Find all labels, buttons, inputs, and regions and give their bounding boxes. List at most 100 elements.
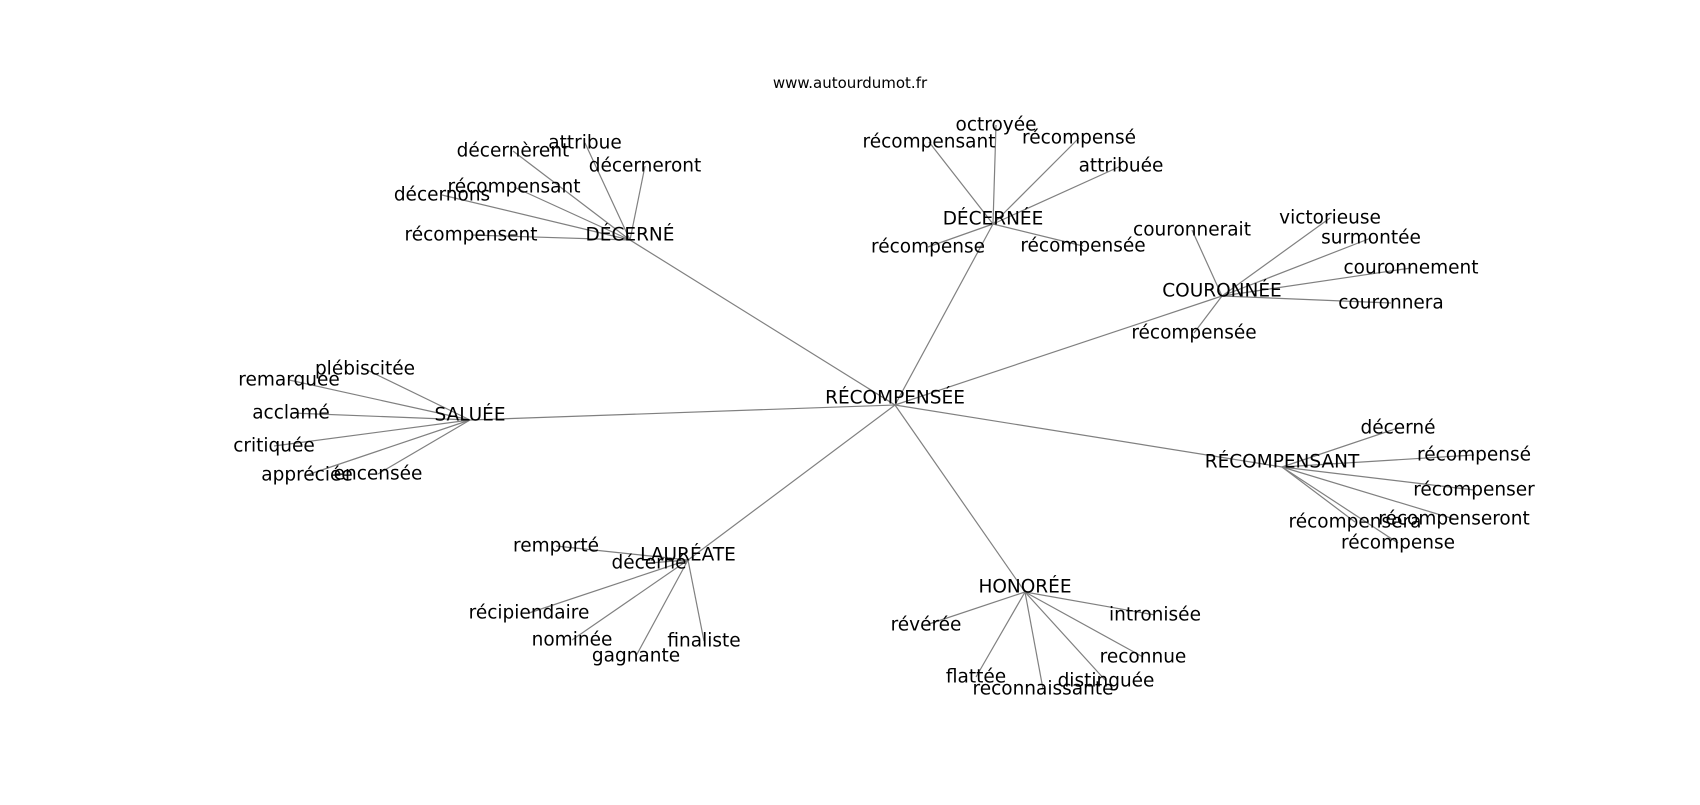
related-word: victorieuse	[1279, 208, 1381, 229]
related-word: récompenser	[1413, 480, 1535, 501]
related-word: couronnera	[1338, 293, 1444, 314]
edge-hub-word	[635, 559, 689, 657]
edge-hub-word	[1024, 591, 1107, 682]
related-word: remporté	[513, 536, 599, 557]
edge-hub-word	[1193, 295, 1223, 334]
center-word: RÉCOMPENSÉE	[825, 387, 965, 409]
edge-hub-word	[512, 150, 631, 241]
hub-word: SALUÉE	[434, 404, 505, 426]
hub-word: DÉCERNÉE	[943, 208, 1044, 230]
edge-hub-word	[288, 379, 471, 421]
related-word: récompenseront	[1378, 509, 1529, 530]
edge-hub-word	[571, 559, 689, 641]
related-word: révérée	[891, 615, 962, 636]
edge-hub-word	[992, 165, 1122, 225]
related-word: décerneront	[589, 156, 702, 177]
edge-hub-word	[1281, 466, 1356, 523]
edge-center-hub	[894, 404, 1026, 593]
related-word: surmontée	[1321, 228, 1421, 249]
related-word: récompensée	[1131, 323, 1256, 344]
edge-hub-word	[629, 165, 646, 241]
related-word: gagnante	[592, 646, 680, 667]
related-word: acclamé	[252, 403, 330, 424]
related-word: récompense	[1341, 533, 1455, 554]
edge-hub-word	[528, 559, 689, 614]
related-word: récompensera	[1289, 512, 1422, 533]
edge-hub-word	[687, 559, 705, 642]
related-word: décernèrent	[457, 141, 570, 162]
edge-hub-word	[927, 223, 994, 248]
related-word: décernons	[394, 185, 490, 206]
related-word: remarquée	[238, 370, 339, 391]
related-word: couronnerait	[1133, 220, 1251, 241]
edge-hub-word	[992, 124, 997, 225]
related-word: distinguée	[1058, 671, 1155, 692]
hub-word: LAURÉATE	[640, 544, 736, 566]
source-url: www.autourdumot.fr	[773, 74, 928, 92]
edge-hub-word	[1281, 466, 1475, 491]
related-word: récompensant	[448, 177, 581, 198]
edge-hub-word	[648, 559, 689, 564]
edge-layer	[273, 124, 1475, 690]
label-layer: www.autourdumot.fr RÉCOMPENSÉE DÉCERNÉ déc…	[233, 74, 1535, 700]
related-word: récompensent	[405, 225, 538, 246]
edge-hub-word	[1221, 267, 1412, 297]
edge-hub-word	[992, 223, 1084, 247]
edge-center-hub	[687, 404, 896, 561]
edge-hub-word	[1191, 229, 1223, 297]
related-word: récompensée	[1020, 236, 1145, 257]
edge-center-hub	[629, 239, 896, 406]
related-word: appréciée	[261, 465, 352, 486]
related-word: couronnement	[1344, 258, 1479, 279]
related-word: décerné	[611, 553, 686, 574]
related-word: attribuée	[1079, 156, 1164, 177]
edge-hub-word	[290, 412, 471, 421]
related-word: octroyée	[956, 115, 1037, 136]
edge-hub-word	[1024, 591, 1044, 690]
edge-hub-word	[1221, 237, 1372, 297]
edge-center-hub	[894, 404, 1283, 468]
edge-hub-word	[1281, 466, 1399, 544]
edge-center-hub	[894, 295, 1223, 406]
related-word: attribue	[548, 133, 621, 154]
edge-hub-word	[1281, 454, 1475, 468]
related-word: encensée	[334, 464, 423, 485]
related-word: critiquée	[233, 436, 315, 457]
related-word: intronisée	[1109, 605, 1201, 626]
hub-word: RÉCOMPENSANT	[1205, 451, 1360, 473]
edge-hub-word	[992, 137, 1080, 225]
edge-hub-word	[377, 419, 471, 475]
edge-hub-word	[555, 545, 689, 561]
hub-word: COURONNÉE	[1162, 280, 1282, 302]
edge-hub-word	[1024, 591, 1156, 616]
edge-hub-word	[273, 419, 471, 447]
related-word: nominée	[532, 630, 613, 651]
related-word: reconnaissante	[973, 679, 1114, 700]
edge-hub-word	[584, 142, 631, 241]
edge-center-hub	[894, 223, 994, 406]
edge-hub-word	[975, 591, 1026, 678]
related-word: décerné	[1360, 418, 1435, 439]
edge-hub-word	[1024, 591, 1144, 658]
related-word: récompensant	[863, 132, 996, 153]
related-word: récompense	[871, 237, 985, 258]
hub-word: HONORÉE	[978, 576, 1071, 598]
edge-hub-word	[1281, 427, 1399, 468]
hub-word: DÉCERNÉ	[586, 224, 675, 246]
edge-hub-word	[441, 194, 631, 241]
edge-hub-word	[1281, 466, 1455, 520]
related-word: plébiscitée	[315, 359, 415, 380]
related-word: finaliste	[667, 631, 740, 652]
edge-hub-word	[306, 419, 471, 476]
related-word: flattée	[946, 667, 1006, 688]
edge-hub-word	[1221, 217, 1331, 297]
edge-hub-word	[364, 368, 471, 421]
related-word: reconnue	[1100, 647, 1187, 668]
related-word: récompensé	[1022, 128, 1136, 149]
edge-hub-word	[513, 186, 631, 241]
edge-hub-word	[925, 591, 1026, 626]
related-word: récipiendaire	[469, 603, 590, 624]
related-word: récompensé	[1417, 445, 1531, 466]
